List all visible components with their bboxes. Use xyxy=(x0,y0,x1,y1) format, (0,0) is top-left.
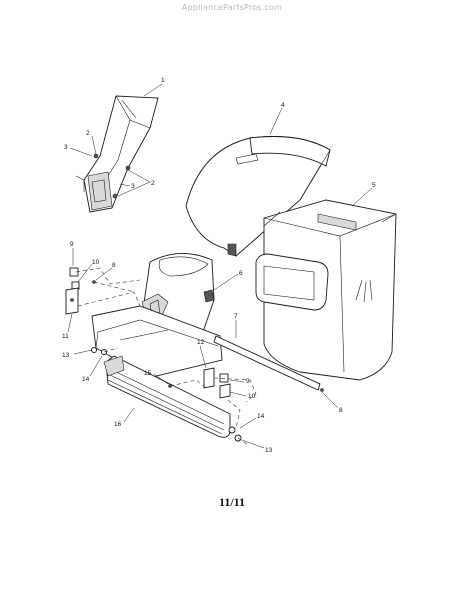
callout-11: 11 xyxy=(62,333,69,340)
page-number: 11/11 xyxy=(218,495,245,509)
callout-2-b: 2 xyxy=(151,180,155,187)
callout-13: 13 xyxy=(62,352,70,359)
assembly-lines xyxy=(75,267,257,447)
front-scraper xyxy=(103,355,231,438)
callout-10-b: 10 xyxy=(248,393,256,400)
callout-8-b: 8 xyxy=(339,407,343,414)
callout-13-b: 13 xyxy=(265,447,273,454)
callout-1: 1 xyxy=(161,77,165,84)
watermark-text: AppliancePartsPros.com xyxy=(181,3,283,12)
rod-strip xyxy=(213,335,321,391)
callout-14: 14 xyxy=(82,376,90,383)
callout-9-b: 9 xyxy=(246,378,250,385)
callout-2: 2 xyxy=(86,130,90,137)
callout-8: 8 xyxy=(112,262,116,269)
callout-12: 12 xyxy=(197,339,205,346)
callout-labels: 1 2 3 3 2 4 5 9 10 8 6 11 7 xyxy=(62,77,376,454)
callout-16: 16 xyxy=(114,421,122,428)
collection-housing xyxy=(255,199,397,381)
callout-3-b: 3 xyxy=(131,183,135,190)
callout-3: 3 xyxy=(64,144,68,151)
callout-7: 7 xyxy=(234,313,238,320)
callout-14-b: 14 xyxy=(257,413,265,420)
hardware-parts xyxy=(65,267,324,442)
callout-10: 10 xyxy=(92,259,100,266)
callout-6: 6 xyxy=(239,270,243,277)
callout-4: 4 xyxy=(281,102,285,109)
discharge-chute xyxy=(75,95,159,213)
callout-5: 5 xyxy=(372,182,376,189)
shroud-panel xyxy=(185,136,331,257)
callout-9: 9 xyxy=(70,241,74,248)
callout-15: 15 xyxy=(144,370,152,377)
